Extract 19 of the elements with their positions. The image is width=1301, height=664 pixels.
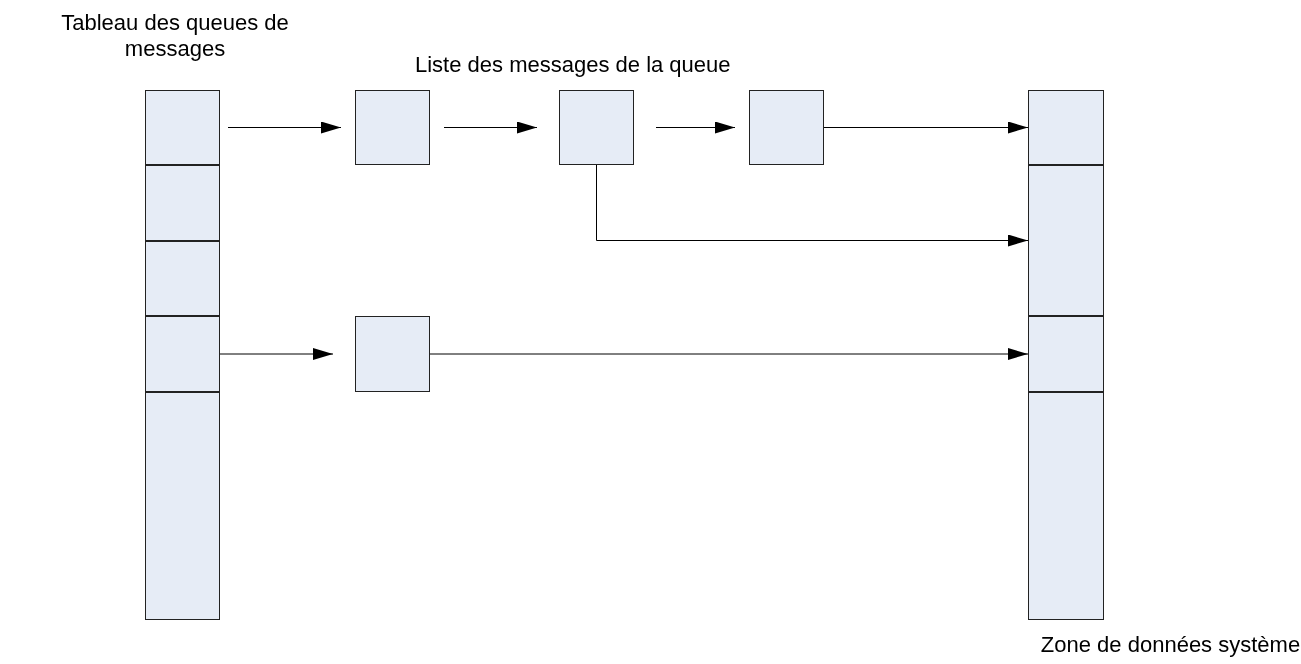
memory-cell — [145, 316, 220, 392]
memory-cell — [145, 241, 220, 316]
memory-cell — [145, 165, 220, 241]
column-heading: Zone de données système — [1040, 632, 1301, 658]
arrow — [596, 164, 1029, 247]
arrow — [429, 348, 1029, 360]
memory-cell — [1028, 165, 1104, 316]
column-heading: Tableau des queues de messages — [60, 10, 290, 62]
list-heading: Liste des messages de la queue — [415, 52, 732, 78]
arrow — [219, 348, 334, 360]
memory-cell — [355, 90, 430, 165]
arrow — [823, 121, 1029, 134]
memory-cell — [559, 90, 634, 165]
memory-cell — [1028, 316, 1104, 392]
arrow — [227, 121, 342, 134]
memory-cell — [355, 316, 430, 392]
memory-cell — [749, 90, 824, 165]
arrow — [655, 121, 736, 134]
arrow — [443, 121, 538, 134]
